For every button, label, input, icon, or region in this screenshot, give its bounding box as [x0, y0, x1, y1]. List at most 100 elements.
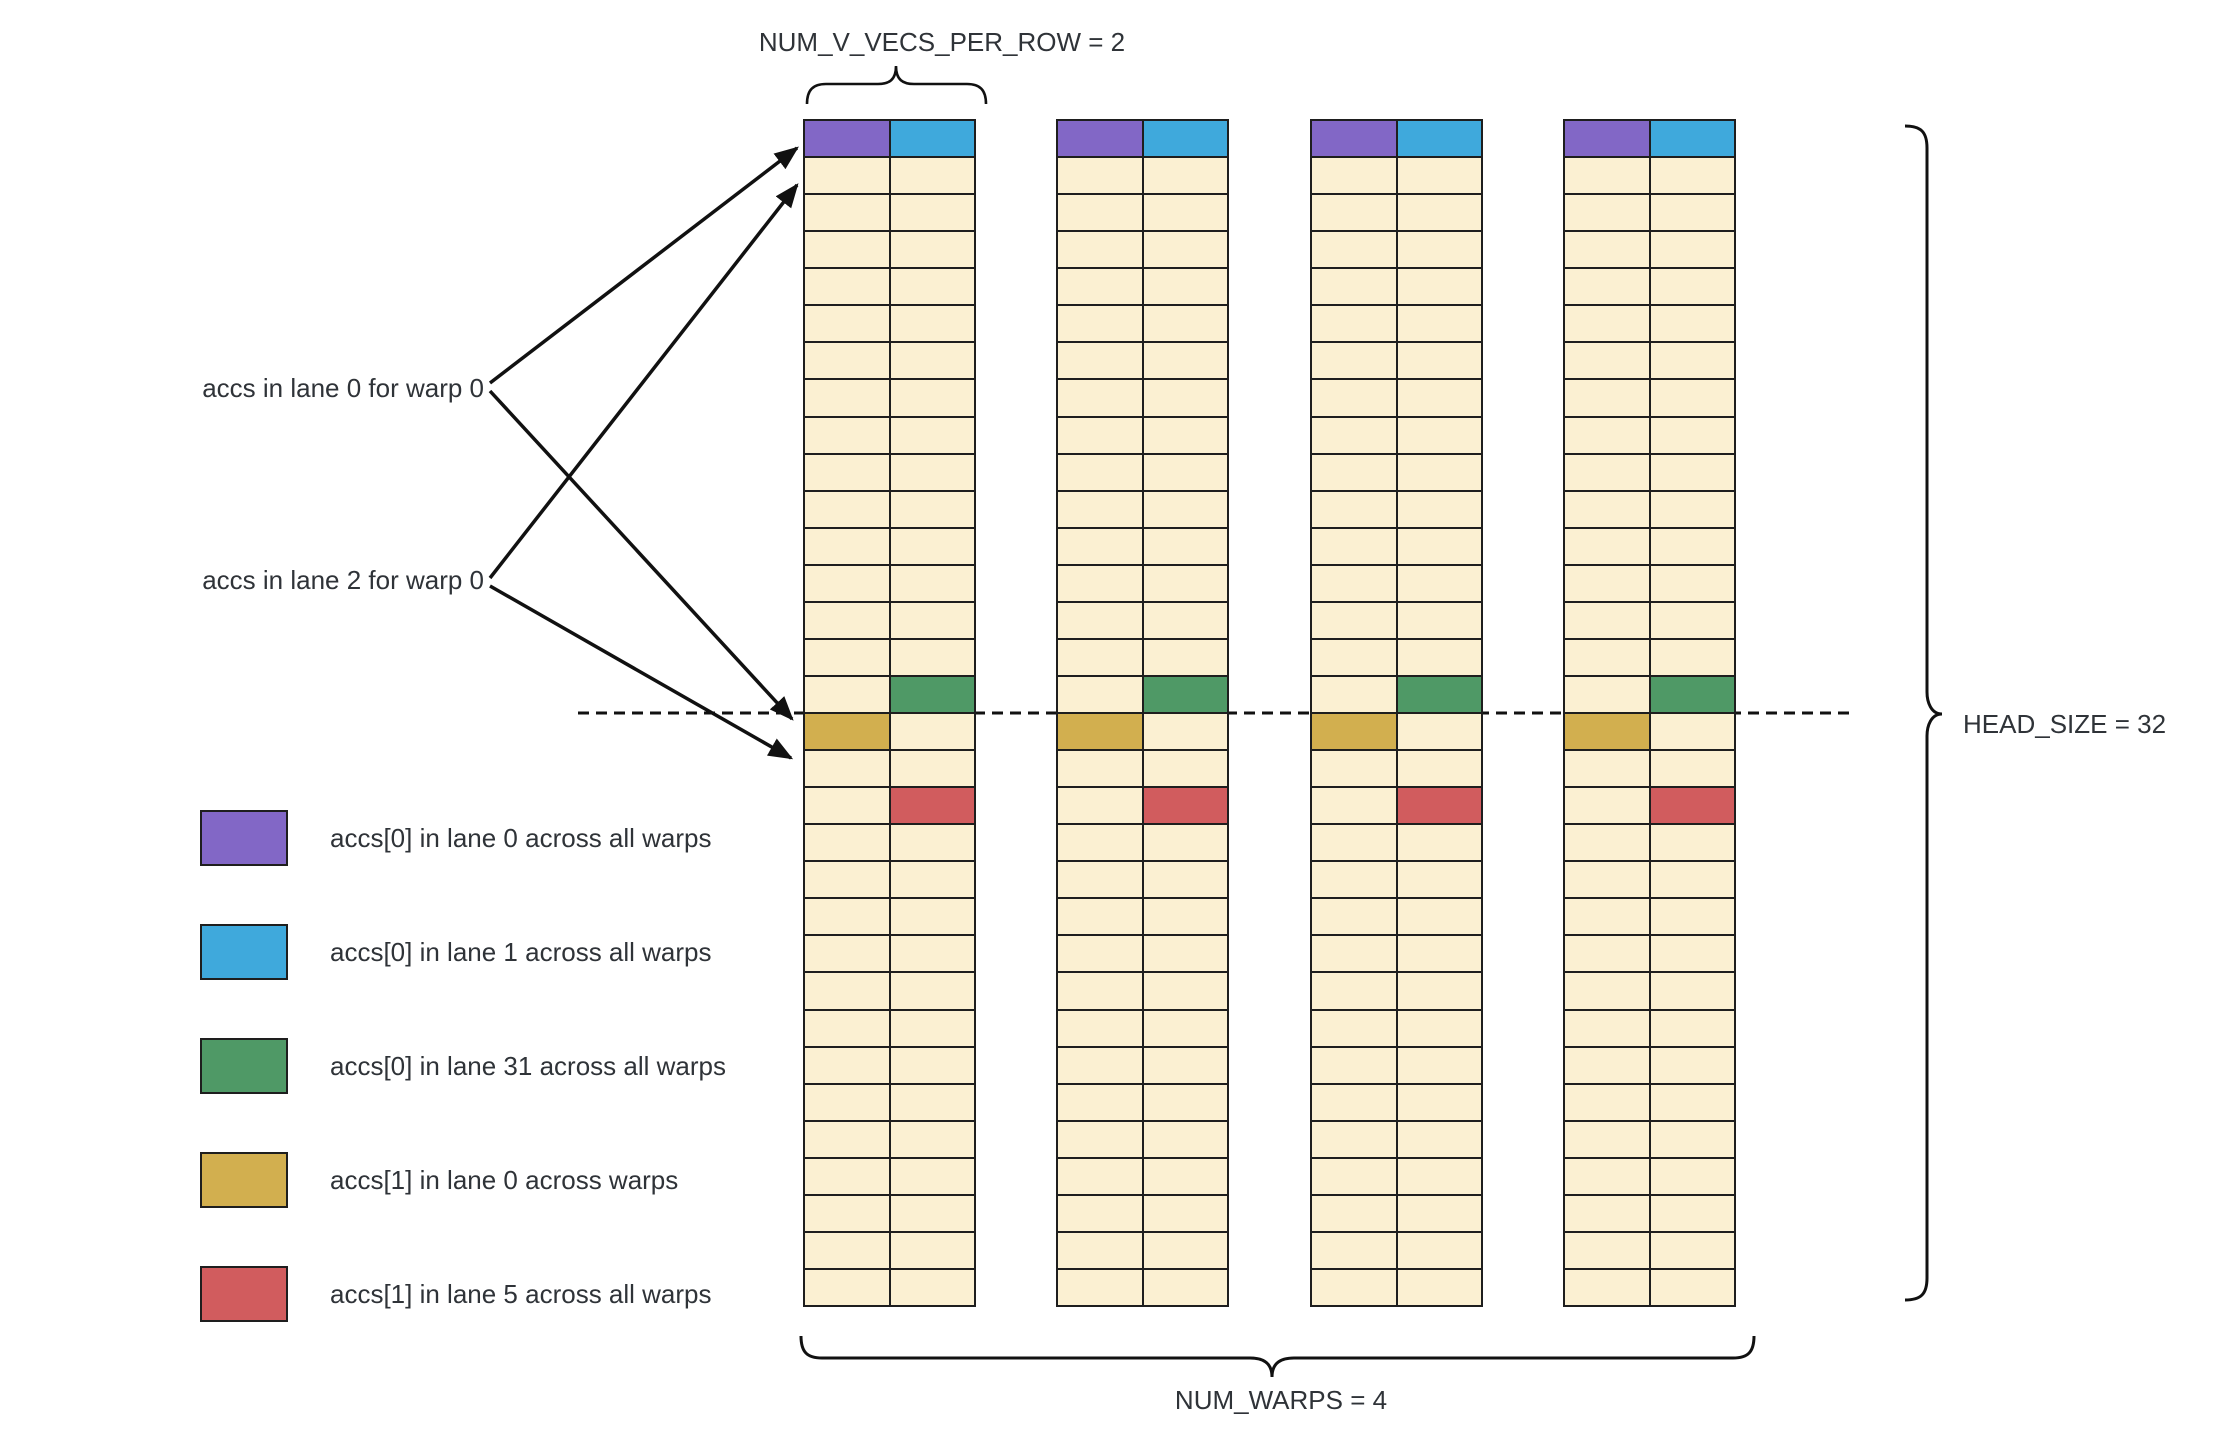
grid-cell [1397, 565, 1481, 601]
legend-label-green: accs[0] in lane 31 across all warps [330, 1051, 726, 1081]
grid-cell [890, 639, 974, 675]
grid-cell [1058, 454, 1142, 490]
legend-swatch-purple [200, 810, 288, 866]
grid-cell [1565, 491, 1649, 527]
grid-cell [1650, 1084, 1734, 1120]
grid-cell [1650, 565, 1734, 601]
grid-cell [890, 936, 974, 972]
grid-cell [1565, 565, 1649, 601]
grid-cell [805, 1121, 889, 1157]
arrow-lane2-accs1 [489, 584, 794, 760]
warp-grid-2 [1310, 119, 1483, 1307]
highlight-cell-w1-r16-c0 [1058, 714, 1142, 750]
grid-cell [1397, 417, 1481, 453]
grid-cell [1312, 602, 1396, 638]
grid-cell [805, 454, 889, 490]
grid-cell [1058, 1195, 1142, 1231]
grid-cell [1650, 751, 1734, 787]
grid-cell [1565, 602, 1649, 638]
grid-cell [1397, 639, 1481, 675]
grid-cell [1312, 491, 1396, 527]
grid-cell [1058, 936, 1142, 972]
grid-cell [1565, 825, 1649, 861]
grid-cell [890, 491, 974, 527]
grid-cell [1312, 825, 1396, 861]
grid-cell [1312, 751, 1396, 787]
highlight-cell-w3-r16-c0 [1565, 714, 1649, 750]
grid-cell [805, 195, 889, 231]
grid-cell [1143, 380, 1227, 416]
grid-cell [1650, 973, 1734, 1009]
grid-cell [1565, 1121, 1649, 1157]
grid-cell [1058, 306, 1142, 342]
grid-cell [1058, 973, 1142, 1009]
legend-label-red: accs[1] in lane 5 across all warps [330, 1279, 712, 1309]
highlight-cell-w2-r0-c1 [1397, 121, 1481, 157]
grid-cell [1312, 936, 1396, 972]
grid-cell [1312, 528, 1396, 564]
grid-cell [1058, 232, 1142, 268]
grid-cell [1565, 1195, 1649, 1231]
grid-cell [1397, 454, 1481, 490]
grid-cell [1058, 1010, 1142, 1046]
grid-cell [1058, 862, 1142, 898]
grid-cell [1312, 1195, 1396, 1231]
grid-cell [1312, 417, 1396, 453]
grid-cell [1565, 454, 1649, 490]
grid-cell [890, 1121, 974, 1157]
legend-swatch-blue [200, 924, 288, 980]
grid-cell [1143, 1047, 1227, 1083]
brace-num-warps [799, 1335, 1756, 1378]
grid-cell [1312, 269, 1396, 305]
grid-cell [1650, 639, 1734, 675]
grid-cell [890, 195, 974, 231]
grid-cell [890, 343, 974, 379]
grid-cell [1312, 232, 1396, 268]
grid-cell [1058, 158, 1142, 194]
highlight-cell-w2-r18-c1 [1397, 788, 1481, 824]
highlight-cell-w1-r0-c0 [1058, 121, 1142, 157]
highlight-cell-w1-r18-c1 [1143, 788, 1227, 824]
grid-cell [1650, 232, 1734, 268]
grid-cell [1565, 899, 1649, 935]
highlight-cell-w0-r0-c0 [805, 121, 889, 157]
grid-cell [1565, 1269, 1649, 1305]
grid-cell [1143, 1121, 1227, 1157]
grid-cell [890, 714, 974, 750]
grid-cell [1565, 936, 1649, 972]
grid-cell [805, 343, 889, 379]
highlight-cell-w1-r15-c1 [1143, 676, 1227, 712]
grid-cell [805, 973, 889, 1009]
grid-cell [1650, 454, 1734, 490]
grid-cell [1312, 788, 1396, 824]
grid-cell [805, 1158, 889, 1194]
grid-cell [1143, 565, 1227, 601]
grid-cell [1058, 417, 1142, 453]
arrow-lane2-accs0 [488, 183, 799, 580]
legend-label-blue: accs[0] in lane 1 across all warps [330, 937, 712, 967]
highlight-cell-w3-r18-c1 [1650, 788, 1734, 824]
num-warps-label: NUM_WARPS = 4 [1174, 1385, 1388, 1415]
grid-cell [1058, 788, 1142, 824]
grid-cell [890, 528, 974, 564]
grid-cell [1565, 1158, 1649, 1194]
grid-cell [1397, 714, 1481, 750]
grid-cell [1143, 639, 1227, 675]
grid-cell [1312, 639, 1396, 675]
lane2-warp0-annotation: accs in lane 2 for warp 0 [202, 565, 484, 595]
grid-cell [890, 1269, 974, 1305]
grid-cell [890, 1084, 974, 1120]
grid-cell [1397, 1047, 1481, 1083]
grid-cell [1143, 862, 1227, 898]
grid-cell [1650, 528, 1734, 564]
highlight-cell-w2-r15-c1 [1397, 676, 1481, 712]
grid-cell [805, 1195, 889, 1231]
legend-label-gold: accs[1] in lane 0 across warps [330, 1165, 679, 1195]
grid-cell [1058, 269, 1142, 305]
grid-cell [1058, 825, 1142, 861]
legend-swatch-green [200, 1038, 288, 1094]
grid-cell [1058, 602, 1142, 638]
grid-cell [1312, 1232, 1396, 1268]
grid-cell [1058, 1047, 1142, 1083]
grid-cell [1058, 380, 1142, 416]
